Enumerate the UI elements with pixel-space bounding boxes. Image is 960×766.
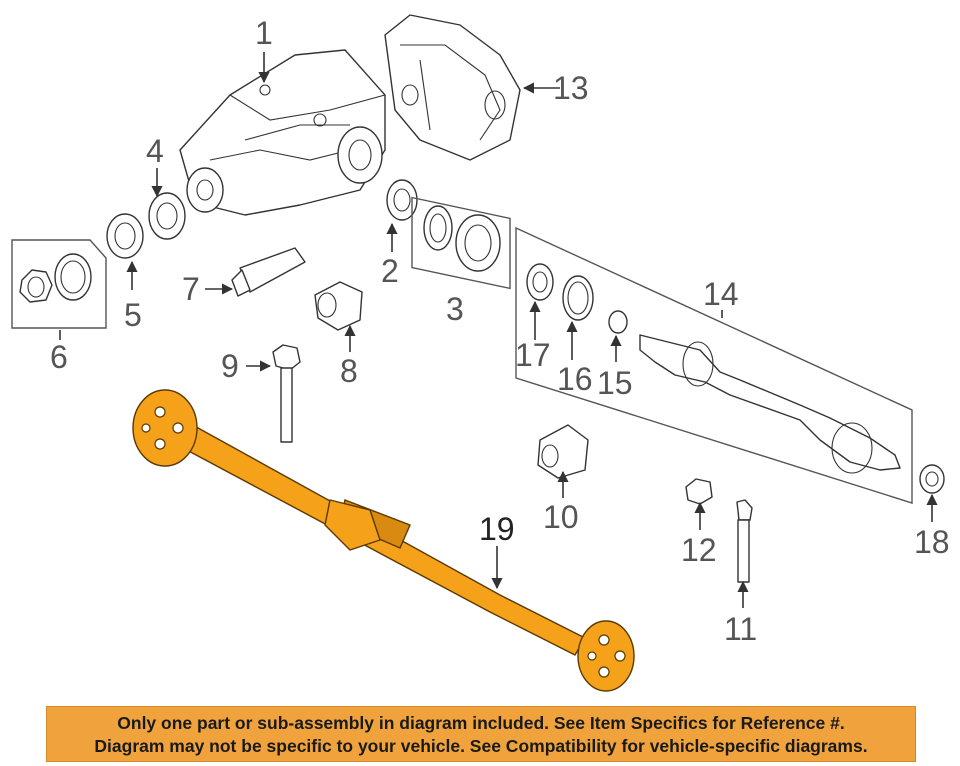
callout-6: 6 [50, 339, 68, 375]
driveshaft-19 [132, 389, 635, 692]
ring-15 [608, 310, 628, 334]
axle-shaft-14 [639, 334, 901, 474]
bearing-3 [423, 205, 501, 272]
bolt-11 [736, 499, 753, 583]
callout-1: 1 [255, 15, 273, 51]
group-box-14 [515, 226, 913, 504]
bolt-9 [272, 344, 301, 443]
callout-13: 13 [553, 70, 589, 106]
differential-cover [384, 14, 521, 161]
callout-16: 16 [557, 361, 593, 397]
group-box-3 [411, 196, 511, 290]
nut-18 [919, 464, 945, 494]
disclaimer-line-1: Only one part or sub-assembly in diagram… [117, 713, 845, 733]
seal-16 [562, 275, 594, 321]
seal-4 [148, 192, 186, 240]
bushing-10 [537, 424, 589, 479]
callout-15: 15 [597, 365, 633, 401]
callout-17: 17 [515, 337, 551, 373]
callout-8: 8 [340, 353, 358, 389]
disclaimer-line-2: Diagram may not be specific to your vehi… [94, 736, 868, 756]
seal-17 [526, 263, 554, 301]
callout-4: 4 [146, 133, 164, 169]
callout-12: 12 [681, 532, 717, 568]
callout-2: 2 [381, 253, 399, 289]
differential-housing [179, 49, 386, 216]
bushing-8 [314, 281, 363, 331]
nut-12 [685, 478, 713, 505]
callout-10: 10 [543, 499, 579, 535]
callout-14: 14 [703, 276, 739, 312]
bearing-5 [106, 213, 144, 259]
callout-3: 3 [446, 291, 464, 327]
disclaimer-banner: Only one part or sub-assembly in diagram… [46, 706, 916, 762]
callout-9: 9 [221, 348, 239, 384]
parts-diagram: 1 2 3 4 5 6 7 8 9 10 11 12 13 14 15 16 1… [11, 14, 950, 692]
callout-18: 18 [914, 524, 950, 560]
callout-labels: 1 2 3 4 5 6 7 8 9 10 11 12 13 14 15 16 1… [50, 15, 950, 647]
nut-seal-6 [19, 253, 92, 303]
seal-2 [386, 179, 418, 221]
sealant-tube-7 [231, 247, 306, 297]
callout-19: 19 [479, 511, 515, 547]
group-box-6 [11, 239, 107, 329]
callout-5: 5 [124, 297, 142, 333]
callout-7: 7 [182, 271, 200, 307]
callout-11: 11 [724, 611, 757, 647]
